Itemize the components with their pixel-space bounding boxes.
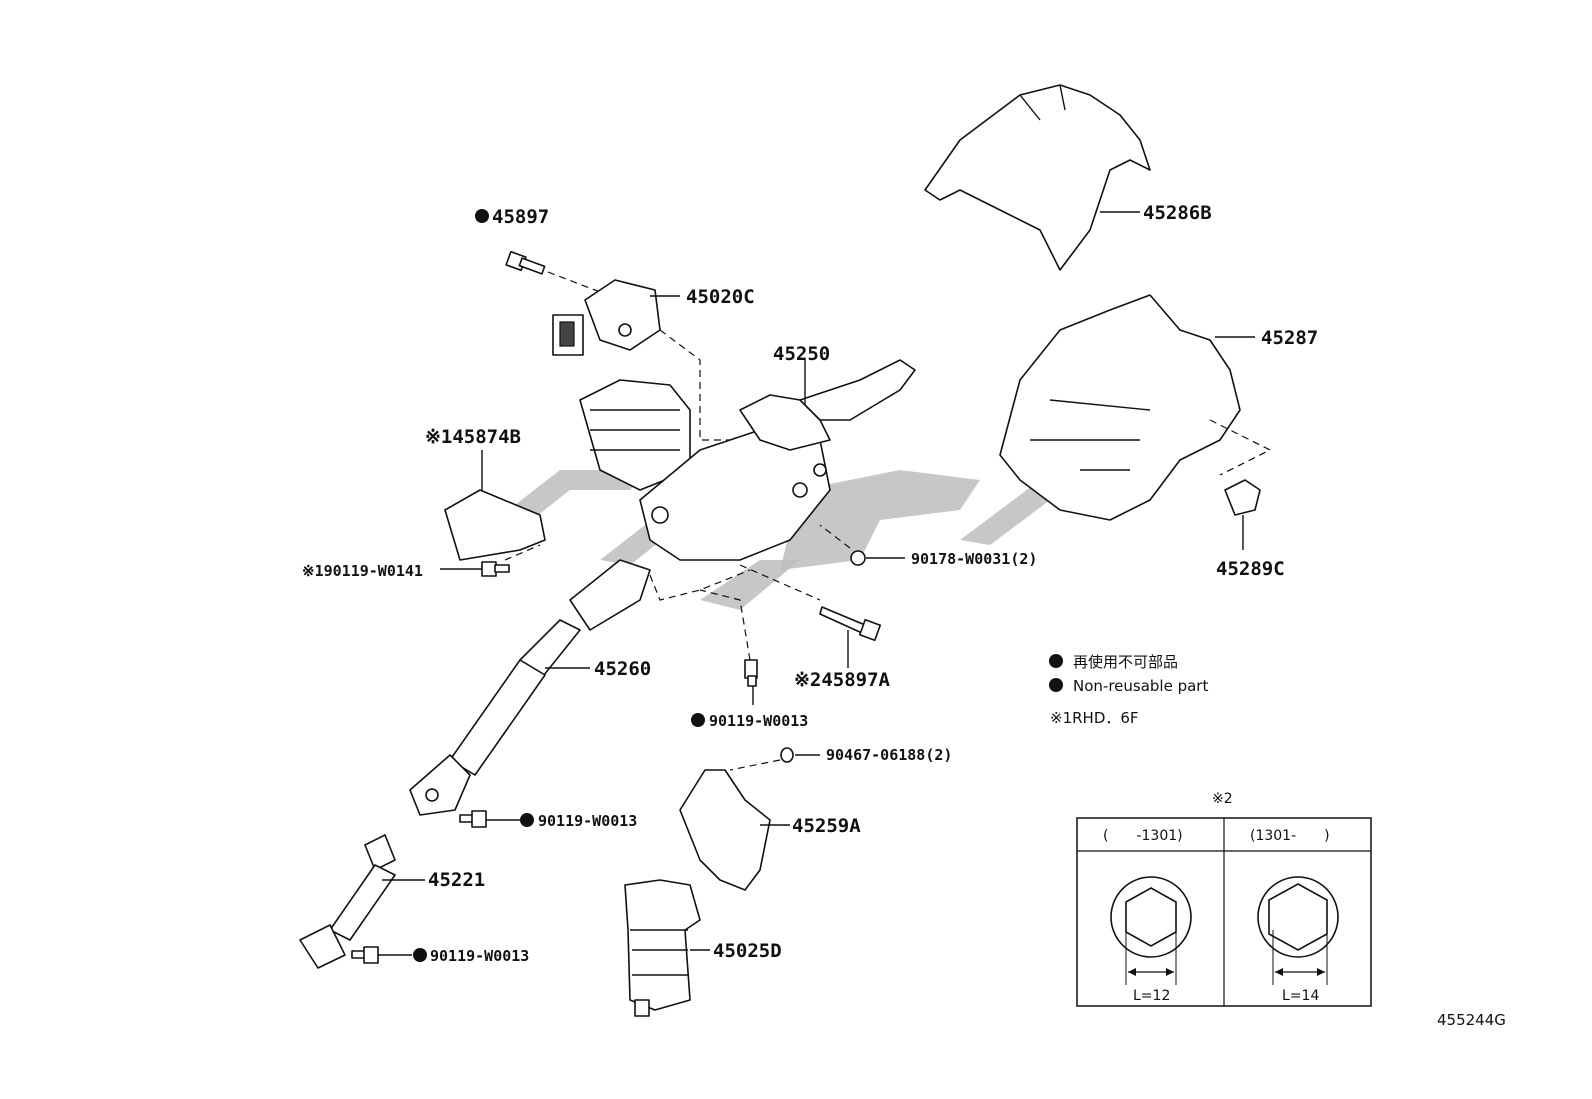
label-90119-W0013-a: 90119-W0013 [709, 712, 808, 730]
label-90119-W0013-c: 90119-W0013 [430, 947, 529, 965]
non-reusable-dot [520, 813, 534, 827]
non-reusable-dot [475, 209, 489, 223]
detail-table-title: ※2 [1212, 791, 1233, 807]
bolt-45897 [505, 250, 601, 293]
label-45259A: 45259A [792, 815, 861, 837]
label-45287: 45287 [1261, 327, 1318, 349]
detail-right-header: (1301- ) [1250, 828, 1330, 844]
lower-column-cover [999, 294, 1255, 521]
legend-dot [1049, 678, 1063, 692]
label-45897A: ※245897A [794, 669, 891, 691]
label-90119-W0013-b: 90119-W0013 [538, 812, 637, 830]
steering-column-45250 [579, 359, 916, 561]
bolt-90119-W0013-c [351, 946, 427, 964]
label-45874B: ※145874B [425, 426, 521, 448]
legend-non-reusable-en: Non-reusable part [1073, 677, 1208, 695]
detail-left-header: ( -1301) [1103, 828, 1183, 844]
label-45260: 45260 [594, 658, 651, 680]
label-45289C: 45289C [1216, 558, 1285, 580]
label-45286B: 45286B [1143, 202, 1212, 224]
legend: 再使用不可部品 Non-reusable part ※1RHD．6F [1049, 653, 1208, 727]
label-90467-06188: 90467-06188(2) [826, 746, 952, 764]
bolt-detail-table: ※2 ( -1301) (1301- ) L=12 L=14 [1076, 791, 1372, 1007]
legend-note1: ※1RHD．6F [1050, 709, 1139, 727]
bolt-90119-W0013-b [459, 810, 534, 828]
detail-left-dim: L=12 [1133, 988, 1170, 1004]
boot-45259A [679, 769, 790, 891]
label-45025D: 45025D [713, 940, 782, 962]
legend-non-reusable-jp: 再使用不可部品 [1073, 653, 1178, 671]
switch-bracket-45020C [552, 279, 730, 441]
label-45221: 45221 [428, 869, 485, 891]
label-45897: 45897 [492, 206, 549, 228]
boot-45025D [624, 879, 710, 1017]
upper-column-cover [924, 84, 1151, 271]
detail-right-dim: L=14 [1282, 988, 1319, 1004]
figure-id: 455244G [1437, 1011, 1506, 1029]
legend-dot [1049, 654, 1063, 668]
bracket-45874B [444, 450, 546, 561]
label-45250: 45250 [773, 343, 830, 365]
bolt-45897A [739, 564, 882, 668]
non-reusable-dot [413, 948, 427, 962]
bolt-90119-W0141 [440, 544, 541, 577]
bolt-90119-W0013-a [691, 589, 758, 727]
label-90119-W0141: ※190119-W0141 [302, 562, 423, 580]
label-45020C: 45020C [686, 286, 755, 308]
intermediate-shaft-45260 [409, 559, 751, 816]
cover-cap-45289C [1209, 419, 1272, 550]
non-reusable-dot [691, 713, 705, 727]
clip-90467-06188 [729, 747, 820, 771]
label-90178-W0031: 90178-W0031(2) [911, 550, 1037, 568]
shaft-45221 [299, 834, 425, 969]
nut-90178-W0031 [819, 524, 905, 566]
